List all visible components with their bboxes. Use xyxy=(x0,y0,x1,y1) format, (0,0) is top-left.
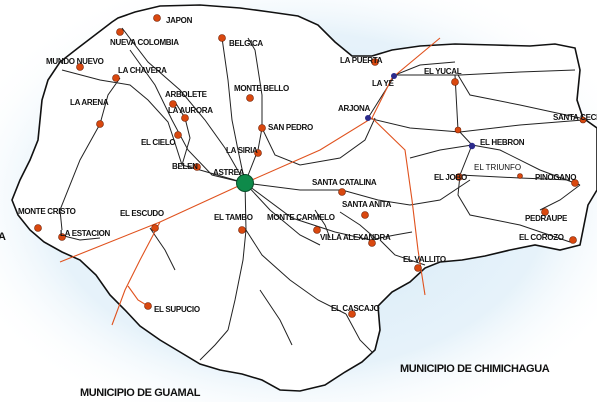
label-el-jobo: EL JOBO xyxy=(434,173,467,182)
town-dot-san-pedro[interactable] xyxy=(258,124,266,132)
town-dot-villa-alexandra[interactable] xyxy=(368,239,376,247)
label-la-ye: LA YE xyxy=(372,79,395,88)
junction-dot-la-ye[interactable] xyxy=(391,73,397,79)
town-dot-arbolete[interactable] xyxy=(169,100,177,108)
junction-dot-el-hebron[interactable] xyxy=(468,142,476,150)
town-dot-pinogano[interactable] xyxy=(571,179,579,187)
label-el-supucio: EL SUPUCIO xyxy=(154,305,200,314)
label-monte-carmelo: MONTE CARMELO xyxy=(267,213,335,222)
label-el-cielo: EL CIELO xyxy=(141,138,175,147)
town-dot-el-triunfo[interactable] xyxy=(517,173,523,179)
label-pinogano: PINOGANO xyxy=(535,173,576,182)
town-dot-japon[interactable] xyxy=(153,14,161,22)
town-dot-el-escudo[interactable] xyxy=(151,224,159,232)
town-dot-el-cascajo[interactable] xyxy=(348,310,356,318)
town-dot-pedraupe[interactable] xyxy=(541,208,549,216)
town-dot-belen[interactable] xyxy=(193,163,201,171)
label-santa-catalina: SANTA CATALINA xyxy=(312,178,377,187)
town-dot-santa-anita[interactable] xyxy=(361,211,369,219)
town-dot-el-cielo[interactable] xyxy=(174,131,182,139)
town-markers xyxy=(34,14,587,318)
region-label-chimichagua: MUNICIPIO DE CHIMICHAGUA xyxy=(400,363,550,375)
label-la-chavera: LA CHAVERA xyxy=(118,66,167,75)
label-mundo-nuevo: MUNDO NUEVO xyxy=(46,57,104,66)
label-la-arena: LA ARENA xyxy=(70,98,109,107)
label-el-triunfo: EL TRIUNFO xyxy=(474,163,521,172)
town-dot-el-tambo[interactable] xyxy=(238,226,246,234)
label-san-pedro: SAN PEDRO xyxy=(268,123,313,132)
town-dot-monte-cristo[interactable] xyxy=(34,224,42,232)
label-villa-alexandra: VILLA ALEXANDRA xyxy=(320,233,391,242)
town-dot-la-chavera[interactable] xyxy=(112,74,120,82)
town-dot-la-aurora[interactable] xyxy=(181,114,189,122)
label-japon: JAPON xyxy=(166,16,193,25)
town-dot-mundo-nuevo[interactable] xyxy=(76,63,84,71)
town-dot-el-supucio[interactable] xyxy=(144,302,152,310)
label-santa-anita: SANTA ANITA xyxy=(342,200,392,209)
town-dot-el-vallito[interactable] xyxy=(414,264,422,272)
junction-markers xyxy=(365,73,476,150)
label-belen: BELEN xyxy=(172,162,198,171)
label-el-vallito: EL VALLITO xyxy=(403,255,446,264)
label-santa-cecilia: SANTA CECILIA xyxy=(553,113,597,122)
place-labels: JAPON NUEVA COLOMBIA BELGICA MUNDO NUEVO… xyxy=(0,16,597,314)
town-dot-la-estacion[interactable] xyxy=(58,233,66,241)
label-monte-bello: MONTE BELLO xyxy=(234,84,289,93)
town-dot-la-arena[interactable] xyxy=(96,120,104,128)
label-el-escudo: EL ESCUDO xyxy=(120,209,164,218)
town-dot-el-jobo[interactable] xyxy=(455,173,463,181)
label-arbolete: ARBOLETE xyxy=(165,90,208,99)
label-edge-left: A xyxy=(0,231,6,243)
town-dot-belgica[interactable] xyxy=(218,34,226,42)
town-dot-la-siria[interactable] xyxy=(254,149,262,157)
label-pedraupe: PEDRAUPE xyxy=(525,214,568,223)
label-la-estacion: LA ESTACION xyxy=(60,229,111,238)
town-dot-santa-catalina[interactable] xyxy=(338,188,346,196)
town-dot-nueva-colombia[interactable] xyxy=(116,28,124,36)
region-label-guamal: MUNICIPIO DE GUAMAL xyxy=(80,387,201,399)
town-dot-la-puerta[interactable] xyxy=(371,58,379,66)
label-nueva-colombia: NUEVA COLOMBIA xyxy=(110,38,179,47)
label-el-cascajo: EL CASCAJO xyxy=(331,304,379,313)
town-dot-el-corozo[interactable] xyxy=(569,236,577,244)
label-el-corozo: EL COROZO xyxy=(519,233,564,242)
label-belgica: BELGICA xyxy=(229,39,263,48)
town-dot-monte-bello[interactable] xyxy=(246,94,254,102)
junction-dot-arjona[interactable] xyxy=(365,115,371,121)
label-arjona: ARJONA xyxy=(338,104,371,113)
town-dot-el-hebron-east[interactable] xyxy=(454,126,462,134)
municipality-boundary xyxy=(11,4,597,392)
label-monte-cristo: MONTE CRISTO xyxy=(18,207,76,216)
town-dot-monte-carmelo[interactable] xyxy=(313,226,321,234)
capital-marker-astrea[interactable] xyxy=(236,174,254,192)
label-astrea: ASTREA xyxy=(213,168,245,177)
label-el-hebron: EL HEBRON xyxy=(480,138,525,147)
town-dot-santa-cecilia[interactable] xyxy=(579,116,587,124)
label-la-siria: LA SIRIA xyxy=(226,146,258,155)
town-dot-el-yucal[interactable] xyxy=(451,78,459,86)
label-el-tambo: EL TAMBO xyxy=(214,213,253,222)
label-la-aurora: LA AURORA xyxy=(168,106,213,115)
label-la-puerta: LA PUERTA xyxy=(340,56,383,65)
label-el-yucal: EL YUCAL xyxy=(424,67,462,76)
